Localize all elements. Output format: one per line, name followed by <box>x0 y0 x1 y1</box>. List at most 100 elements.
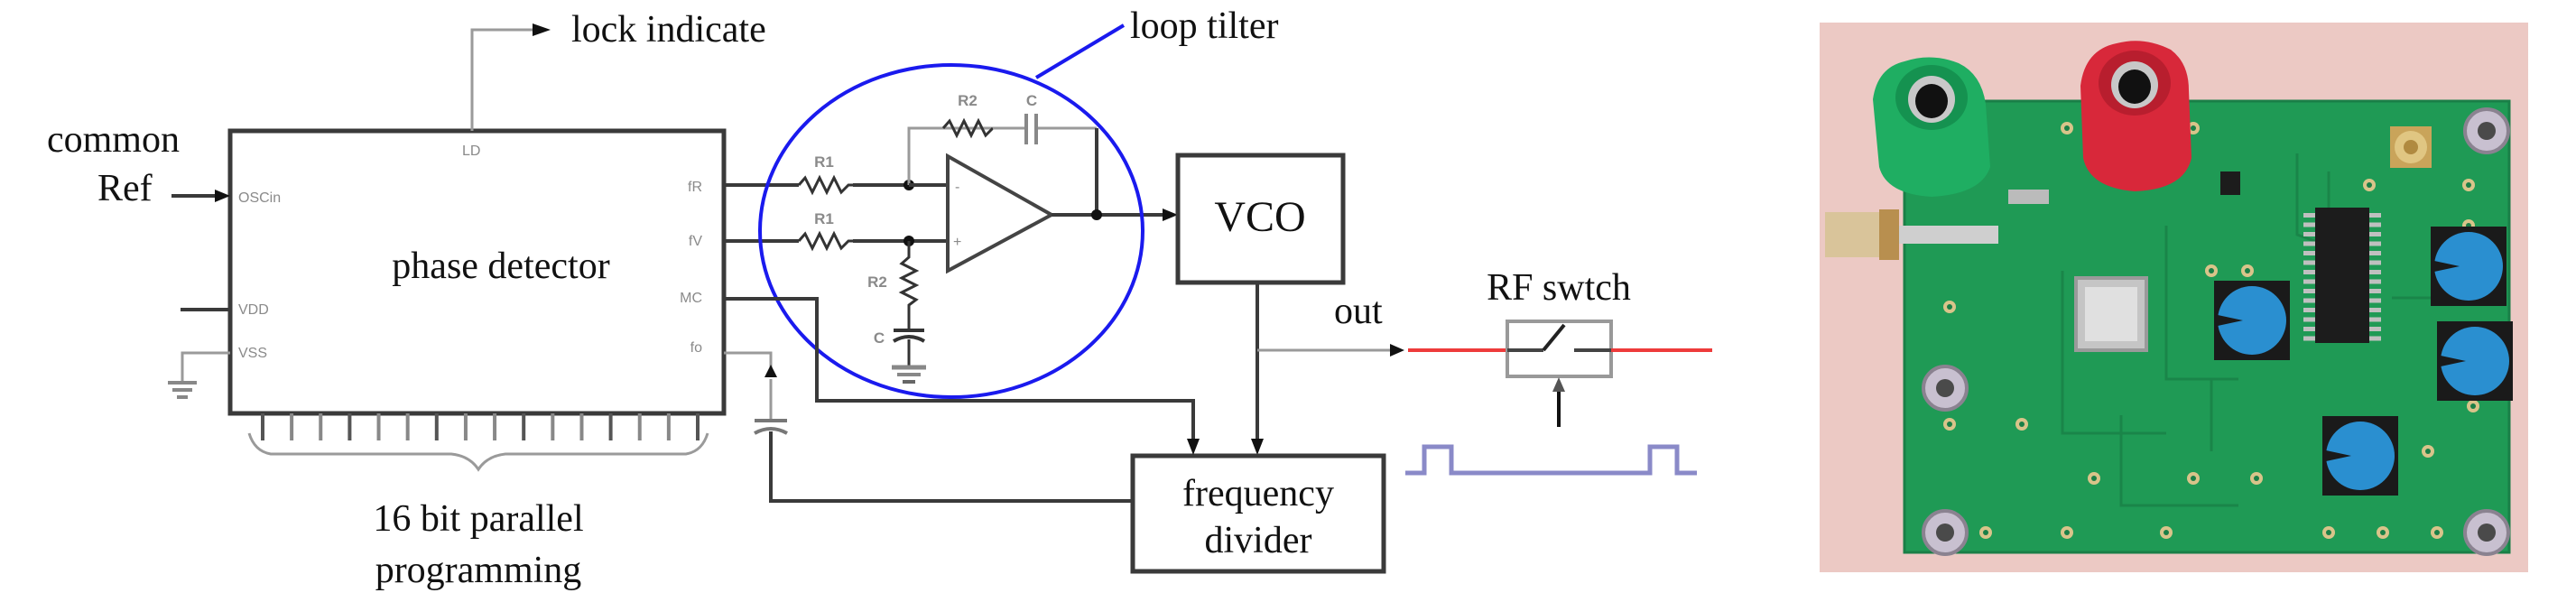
rf-switch-label: RF swtch <box>1487 267 1631 309</box>
vco-label: VCO <box>1214 193 1305 241</box>
pin-fo-label: fo <box>690 340 702 356</box>
via-hole <box>1983 530 1988 535</box>
opamp-plus-label: + <box>953 235 961 250</box>
common-label: common <box>47 119 180 161</box>
pcb-photo <box>1820 23 2528 572</box>
r2-shunt-label: R2 <box>867 273 887 291</box>
frequency-divider-label-line2: divider <box>1205 520 1312 561</box>
ic-pin <box>2369 222 2381 227</box>
resistor-r2-shunt <box>898 241 920 329</box>
trimmer-notch <box>2326 450 2351 461</box>
via-hole <box>2434 530 2440 535</box>
ic-pin <box>2303 241 2315 246</box>
via-hole <box>2326 530 2331 535</box>
ic-pin <box>2369 336 2381 341</box>
switch-icon <box>1507 323 1611 352</box>
via-hole <box>2470 403 2476 409</box>
mc-divider-arrow <box>1187 439 1200 455</box>
standoff-hole <box>1936 524 1954 542</box>
sma-connector-top <box>2390 126 2432 168</box>
ic-pin <box>2303 308 2315 312</box>
small-ic <box>2220 171 2240 195</box>
divider-input-arrow <box>1251 439 1264 455</box>
pin-vss-label: VSS <box>238 346 267 361</box>
trimmer-knob <box>2326 422 2395 490</box>
via-hole <box>2367 182 2372 188</box>
control-arrow <box>1552 377 1565 427</box>
trimmer-knob <box>2441 327 2509 395</box>
trimmer-notch <box>2218 315 2243 326</box>
r2-feedback-label: R2 <box>958 92 978 109</box>
varactor-icon <box>754 419 788 435</box>
rf-switch <box>1506 320 1613 378</box>
phase-detector-box <box>227 128 727 416</box>
out-label: out <box>1334 291 1383 332</box>
via-hole <box>1947 304 1952 310</box>
ic-pin <box>2303 336 2315 341</box>
phase-detector-label: phase detector <box>392 246 609 287</box>
via-hole <box>2245 268 2250 273</box>
standoff-hole <box>2478 524 2496 542</box>
frequency-divider-box <box>1130 453 1386 574</box>
vco-input-arrow <box>1163 208 1178 221</box>
pin-mc-label: MC <box>680 291 702 306</box>
c-shunt-label: C <box>874 329 885 347</box>
parallel-programming-pins <box>261 413 700 440</box>
ic-pin <box>2303 298 2315 303</box>
pin-fr-label: fR <box>688 180 702 195</box>
ic-pin <box>2369 241 2381 246</box>
via-hole <box>2380 530 2386 535</box>
via-hole <box>2064 530 2070 535</box>
out-arrow <box>1390 344 1404 357</box>
ic-pin <box>2303 260 2315 265</box>
pll-ic-pins <box>2303 213 2381 341</box>
pll-block-diagram: phase detector LD OSCin VDD VSS fR fV MC… <box>47 5 1712 591</box>
via-hole <box>2466 182 2471 188</box>
pll-ic <box>2315 208 2369 343</box>
ic-pin <box>2303 251 2315 255</box>
ground-icon <box>892 365 926 384</box>
vco-module-label-area <box>2085 287 2137 341</box>
loop-filter-label: loop tilter <box>1130 5 1278 47</box>
trimmer-knob <box>2434 232 2503 301</box>
c-feedback-label: C <box>1026 92 1037 109</box>
opamp-minus-label: - <box>955 180 959 195</box>
standoff-hole <box>2478 122 2496 140</box>
ic-pin <box>2369 308 2381 312</box>
trimmer-potentiometers <box>2214 227 2513 496</box>
vco-box <box>1175 153 1346 285</box>
standoff-hole <box>1936 379 1954 397</box>
via-hole <box>2191 476 2196 481</box>
trimmer-knob <box>2218 286 2286 355</box>
vco-block: VCO <box>1175 153 1346 285</box>
ic-pin <box>2369 317 2381 322</box>
pin-ld-label: LD <box>462 144 480 159</box>
ic-pin <box>2369 270 2381 274</box>
resistor-r1-bottom <box>797 230 853 252</box>
loop-filter-ring <box>758 63 1144 399</box>
lock-indicate-arrow <box>470 23 551 131</box>
ic-pin <box>2369 279 2381 284</box>
mounting-standoffs <box>1922 107 2510 556</box>
r1-top-label: R1 <box>814 153 834 171</box>
vss-ground <box>168 351 230 399</box>
via-hole <box>2425 449 2431 454</box>
via-hole <box>2064 125 2070 131</box>
red-binding-post <box>2080 41 2191 191</box>
lock-indicate-label: lock indicate <box>571 9 766 51</box>
frequency-divider-block: frequency divider <box>1130 453 1386 574</box>
ic-pin <box>2303 279 2315 284</box>
pcb-board <box>1903 99 2511 554</box>
ic-pin <box>2303 270 2315 274</box>
fo-arrow <box>764 365 777 377</box>
junction-dot <box>1091 209 1102 220</box>
pin-fv-label: fV <box>689 234 702 249</box>
fo-wire <box>724 351 773 372</box>
pin-vdd-label: VDD <box>238 302 269 318</box>
green-binding-post <box>1873 57 1990 197</box>
via-hole <box>2091 476 2097 481</box>
via-hole <box>1947 422 1952 427</box>
parallel-programming-label-line1: 16 bit parallel <box>373 498 583 540</box>
ic-pin <box>2369 289 2381 293</box>
